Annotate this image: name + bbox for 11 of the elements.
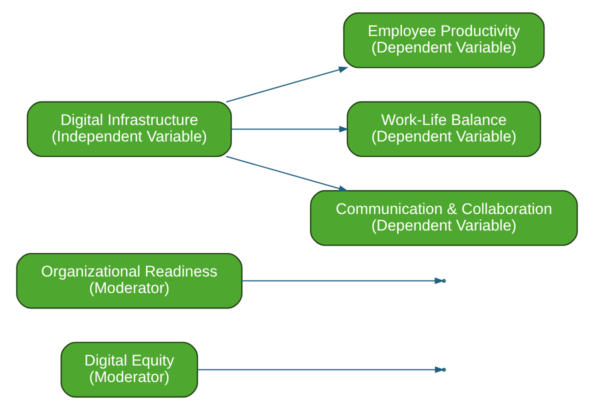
arrow — [226, 156, 348, 192]
node-box: Digital Infrastructure (Independent Variable) — [26, 101, 232, 157]
node-box: Work-Life Balance (Dependent Variable) — [346, 101, 541, 157]
arrow — [230, 126, 348, 132]
arrow — [226, 66, 348, 102]
arrow — [197, 366, 444, 374]
node-box: Organizational Readiness (Moderator) — [16, 253, 242, 309]
node-box: Communication & Collaboration (Dependent Variable) — [310, 190, 578, 246]
node-box: Digital Equity (Moderator) — [60, 342, 198, 398]
arrow — [241, 278, 444, 284]
node-box: Employee Productivity (Dependent Variable) — [342, 12, 544, 68]
